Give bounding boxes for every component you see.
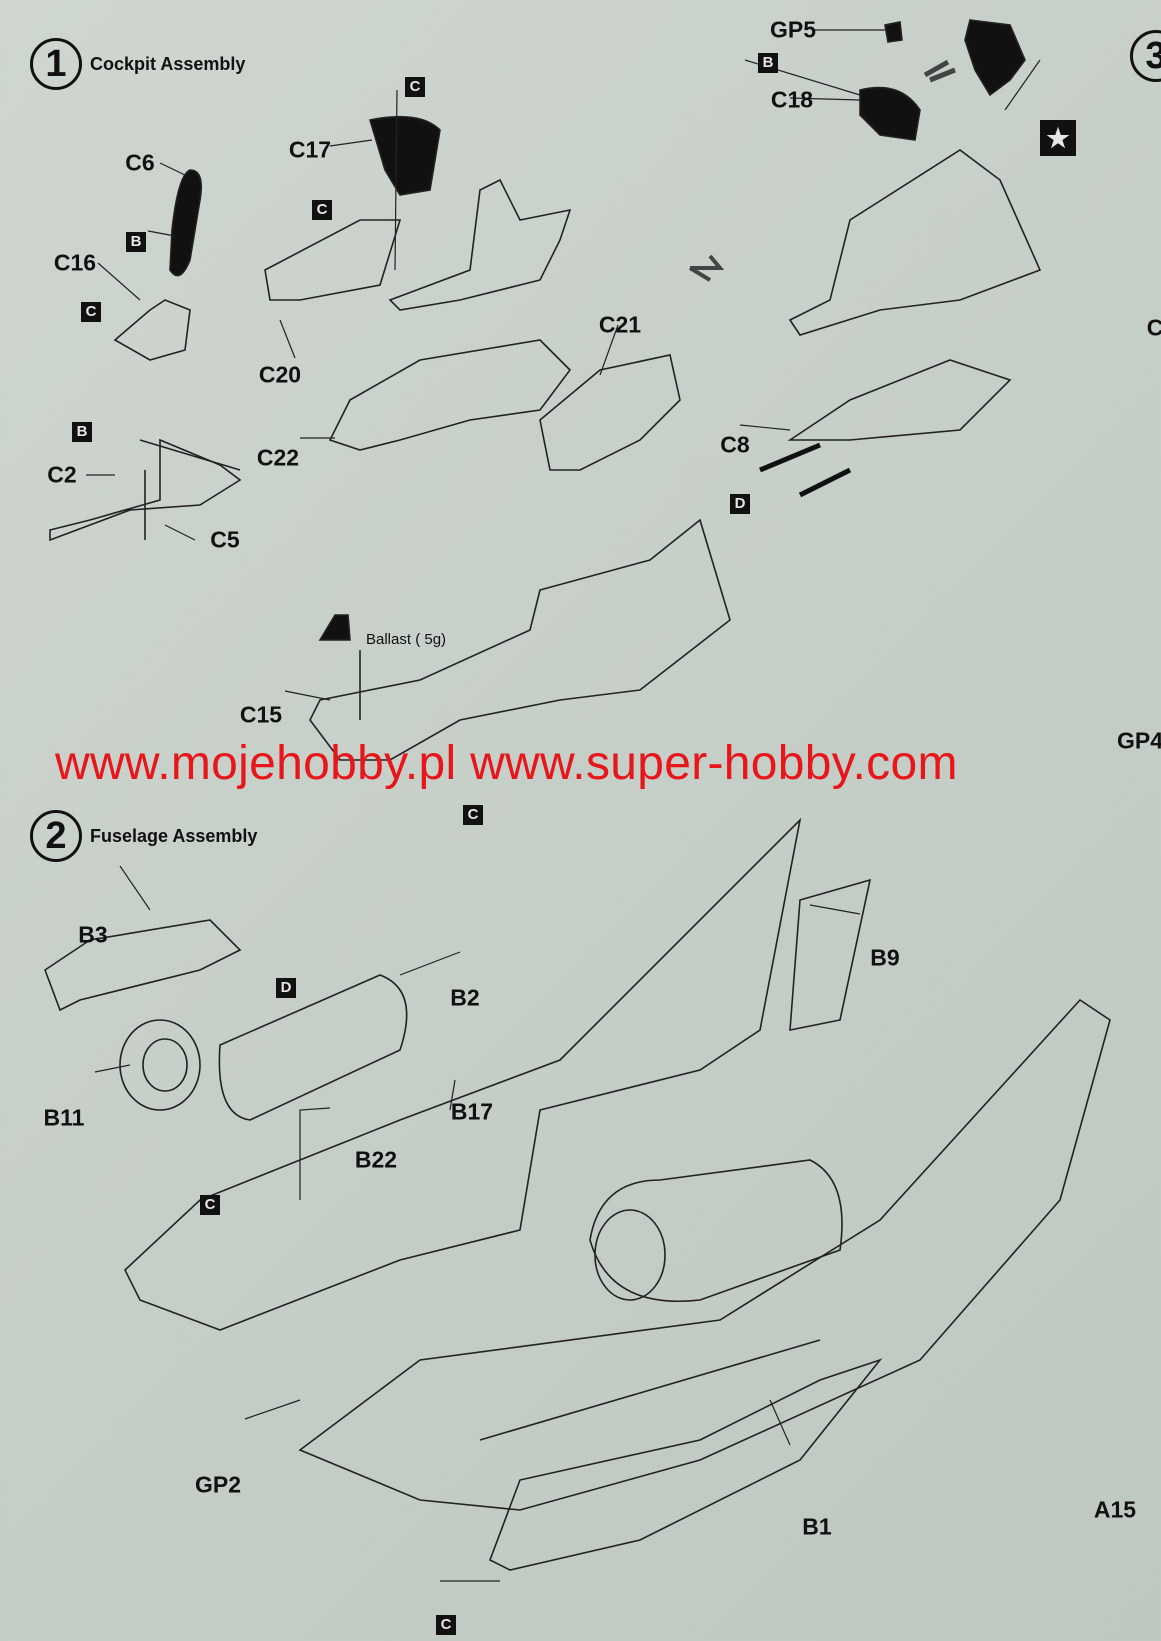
part-label: B3 xyxy=(78,921,108,948)
part-label: C8 xyxy=(720,431,750,458)
sprue-box: B xyxy=(72,422,92,442)
part-label: GP4 xyxy=(1116,727,1161,754)
part-c18 xyxy=(859,86,921,141)
part-b11 xyxy=(119,1019,201,1111)
part-c20 xyxy=(264,219,402,301)
part-label: GP2 xyxy=(194,1471,242,1498)
part-label: C17 xyxy=(288,136,332,163)
step-number: 3 xyxy=(1130,30,1161,82)
part-b2 xyxy=(218,974,408,1121)
part-b9 xyxy=(789,878,872,1031)
part-label: B17 xyxy=(450,1098,494,1125)
part-label: C15 xyxy=(239,701,283,728)
part-label: GP5 xyxy=(769,16,817,43)
part-seat-floor xyxy=(388,178,572,311)
part-label: C22 xyxy=(256,444,300,471)
sprue-box: B xyxy=(126,232,146,252)
part-label: B1 xyxy=(802,1513,832,1540)
sprue-box: B xyxy=(758,53,778,73)
step-2-heading: 2 Fuselage Assembly xyxy=(30,810,257,862)
part-label: C2 xyxy=(47,461,77,488)
sprue-box: C xyxy=(312,200,332,220)
part-c6 xyxy=(169,169,203,277)
part-label: C xyxy=(1146,314,1161,341)
sprue-box: C xyxy=(405,77,425,97)
sprue-box: D xyxy=(730,494,750,514)
rear-fuselage xyxy=(589,1159,843,1302)
step-1-heading: 1 Cockpit Assembly xyxy=(30,38,245,90)
ballast-weight-icon xyxy=(318,614,351,641)
part-label: B2 xyxy=(450,984,480,1011)
part-c5-floor xyxy=(49,438,242,542)
part-c17 xyxy=(368,115,441,196)
ballast-label: Ballast ( 5g) xyxy=(366,631,447,648)
part-b3 xyxy=(44,919,242,1012)
part-c22 xyxy=(328,339,572,451)
decal-star-icon: ★ xyxy=(1040,120,1076,156)
fuselage-half xyxy=(298,998,1111,1511)
part-label: C18 xyxy=(770,86,814,113)
fuselage-b17 xyxy=(124,817,802,1331)
part-gp5 xyxy=(884,21,903,43)
fuselage-lower xyxy=(488,1358,883,1571)
watermark: www.mojehobby.pl www.super-hobby.com xyxy=(55,737,958,790)
part-label: B9 xyxy=(870,944,900,971)
sprue-box: C xyxy=(200,1195,220,1215)
part-label: C16 xyxy=(53,249,97,276)
part-label: B22 xyxy=(354,1146,398,1173)
sprue-box: C xyxy=(463,805,483,825)
sprue-box: C xyxy=(436,1615,456,1635)
part-c21 xyxy=(539,354,681,471)
part-c16-seat xyxy=(113,299,191,361)
part-label: B11 xyxy=(43,1104,85,1131)
part-label: C21 xyxy=(598,311,642,338)
next-arrow-icon xyxy=(688,254,725,282)
step-title: Cockpit Assembly xyxy=(90,53,246,74)
step-number: 2 xyxy=(30,810,82,862)
part-label: A15 xyxy=(1093,1496,1137,1523)
step-number: 1 xyxy=(30,38,82,90)
sprue-box: C xyxy=(81,302,101,322)
leader-lines xyxy=(86,29,1041,1582)
assembled-cockpit xyxy=(788,149,1042,336)
arrow-icon xyxy=(923,59,956,83)
part-decal xyxy=(964,19,1026,97)
step-3-heading: 3 xyxy=(1130,30,1161,82)
part-c8 xyxy=(787,359,1012,441)
step-title: Fuselage Assembly xyxy=(90,825,258,846)
sprue-box: D xyxy=(276,978,296,998)
cockpit-in-nose xyxy=(309,518,731,761)
part-label: C5 xyxy=(210,526,240,553)
part-label: C6 xyxy=(125,149,155,176)
part-label: C20 xyxy=(258,361,302,388)
